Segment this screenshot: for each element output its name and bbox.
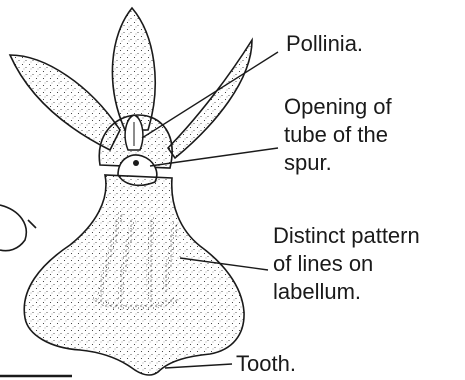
labellum: [24, 175, 244, 375]
leader-line-tooth: [165, 364, 232, 368]
label-tooth: Tooth.: [236, 350, 296, 378]
label-labellum-pattern: Distinct pattern of lines on labellum.: [273, 222, 420, 306]
right-petal: [168, 40, 252, 158]
left-edge-fragment: [0, 205, 26, 251]
label-opening-of-spur-tube: Opening of tube of the spur.: [284, 93, 392, 177]
top-sepal: [112, 8, 155, 130]
label-pollinia: Pollinia.: [286, 30, 363, 58]
